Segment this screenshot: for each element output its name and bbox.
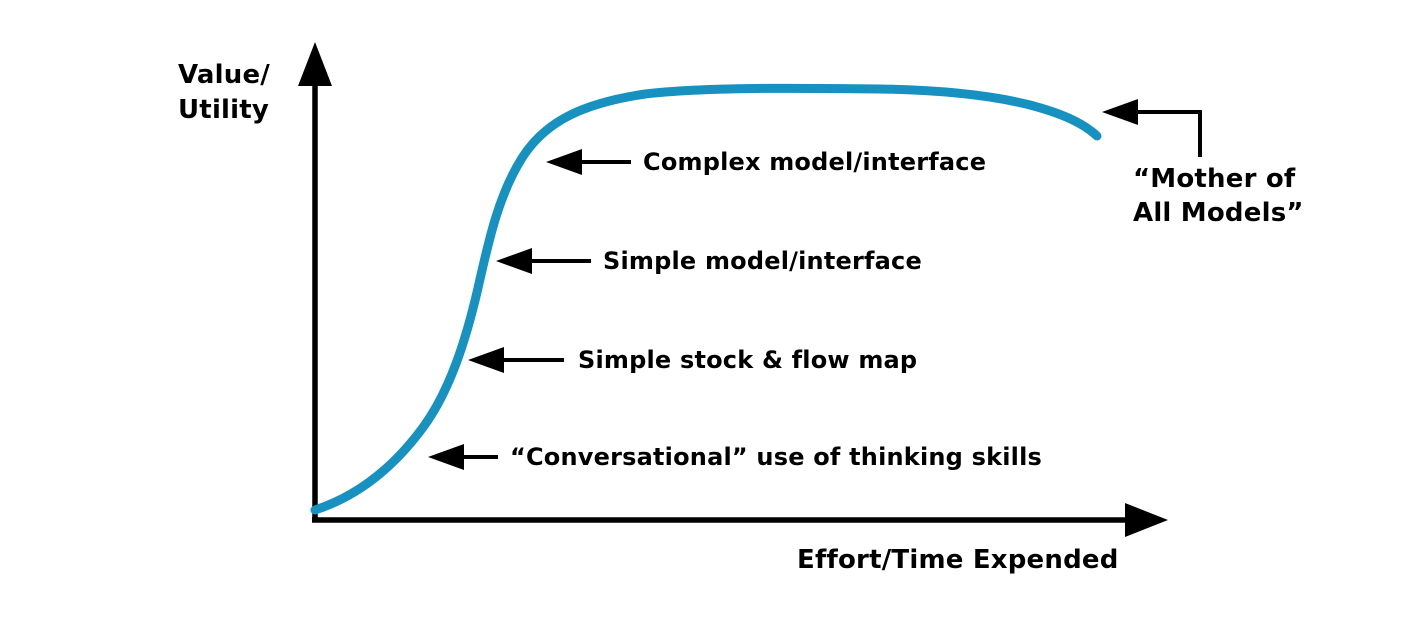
x-axis [312,503,1168,537]
annotation-arrow-stock [468,347,564,373]
annotation-complex-model-interface: Complex model/interface [643,148,987,176]
annotation-simple-model-interface: Simple model/interface [603,247,922,275]
annotation-mother-of-all-models: “Mother of All Models” [1133,164,1304,228]
s-curve [310,83,1102,515]
annotation-conversational-thinking-skills: “Conversational” use of thinking skills [510,443,1043,471]
y-axis [298,42,332,521]
y-axis-label: Value/ Utility [178,60,270,126]
annotation-arrow-simple [496,248,591,274]
annotation-arrow-moam [1102,99,1202,157]
annotation-arrow-conversational [428,444,498,470]
annotation-arrow-complex [546,149,631,175]
x-axis-label: Effort/Time Expended [797,545,1119,575]
annotation-simple-stock-flow-map: Simple stock & flow map [578,346,918,374]
